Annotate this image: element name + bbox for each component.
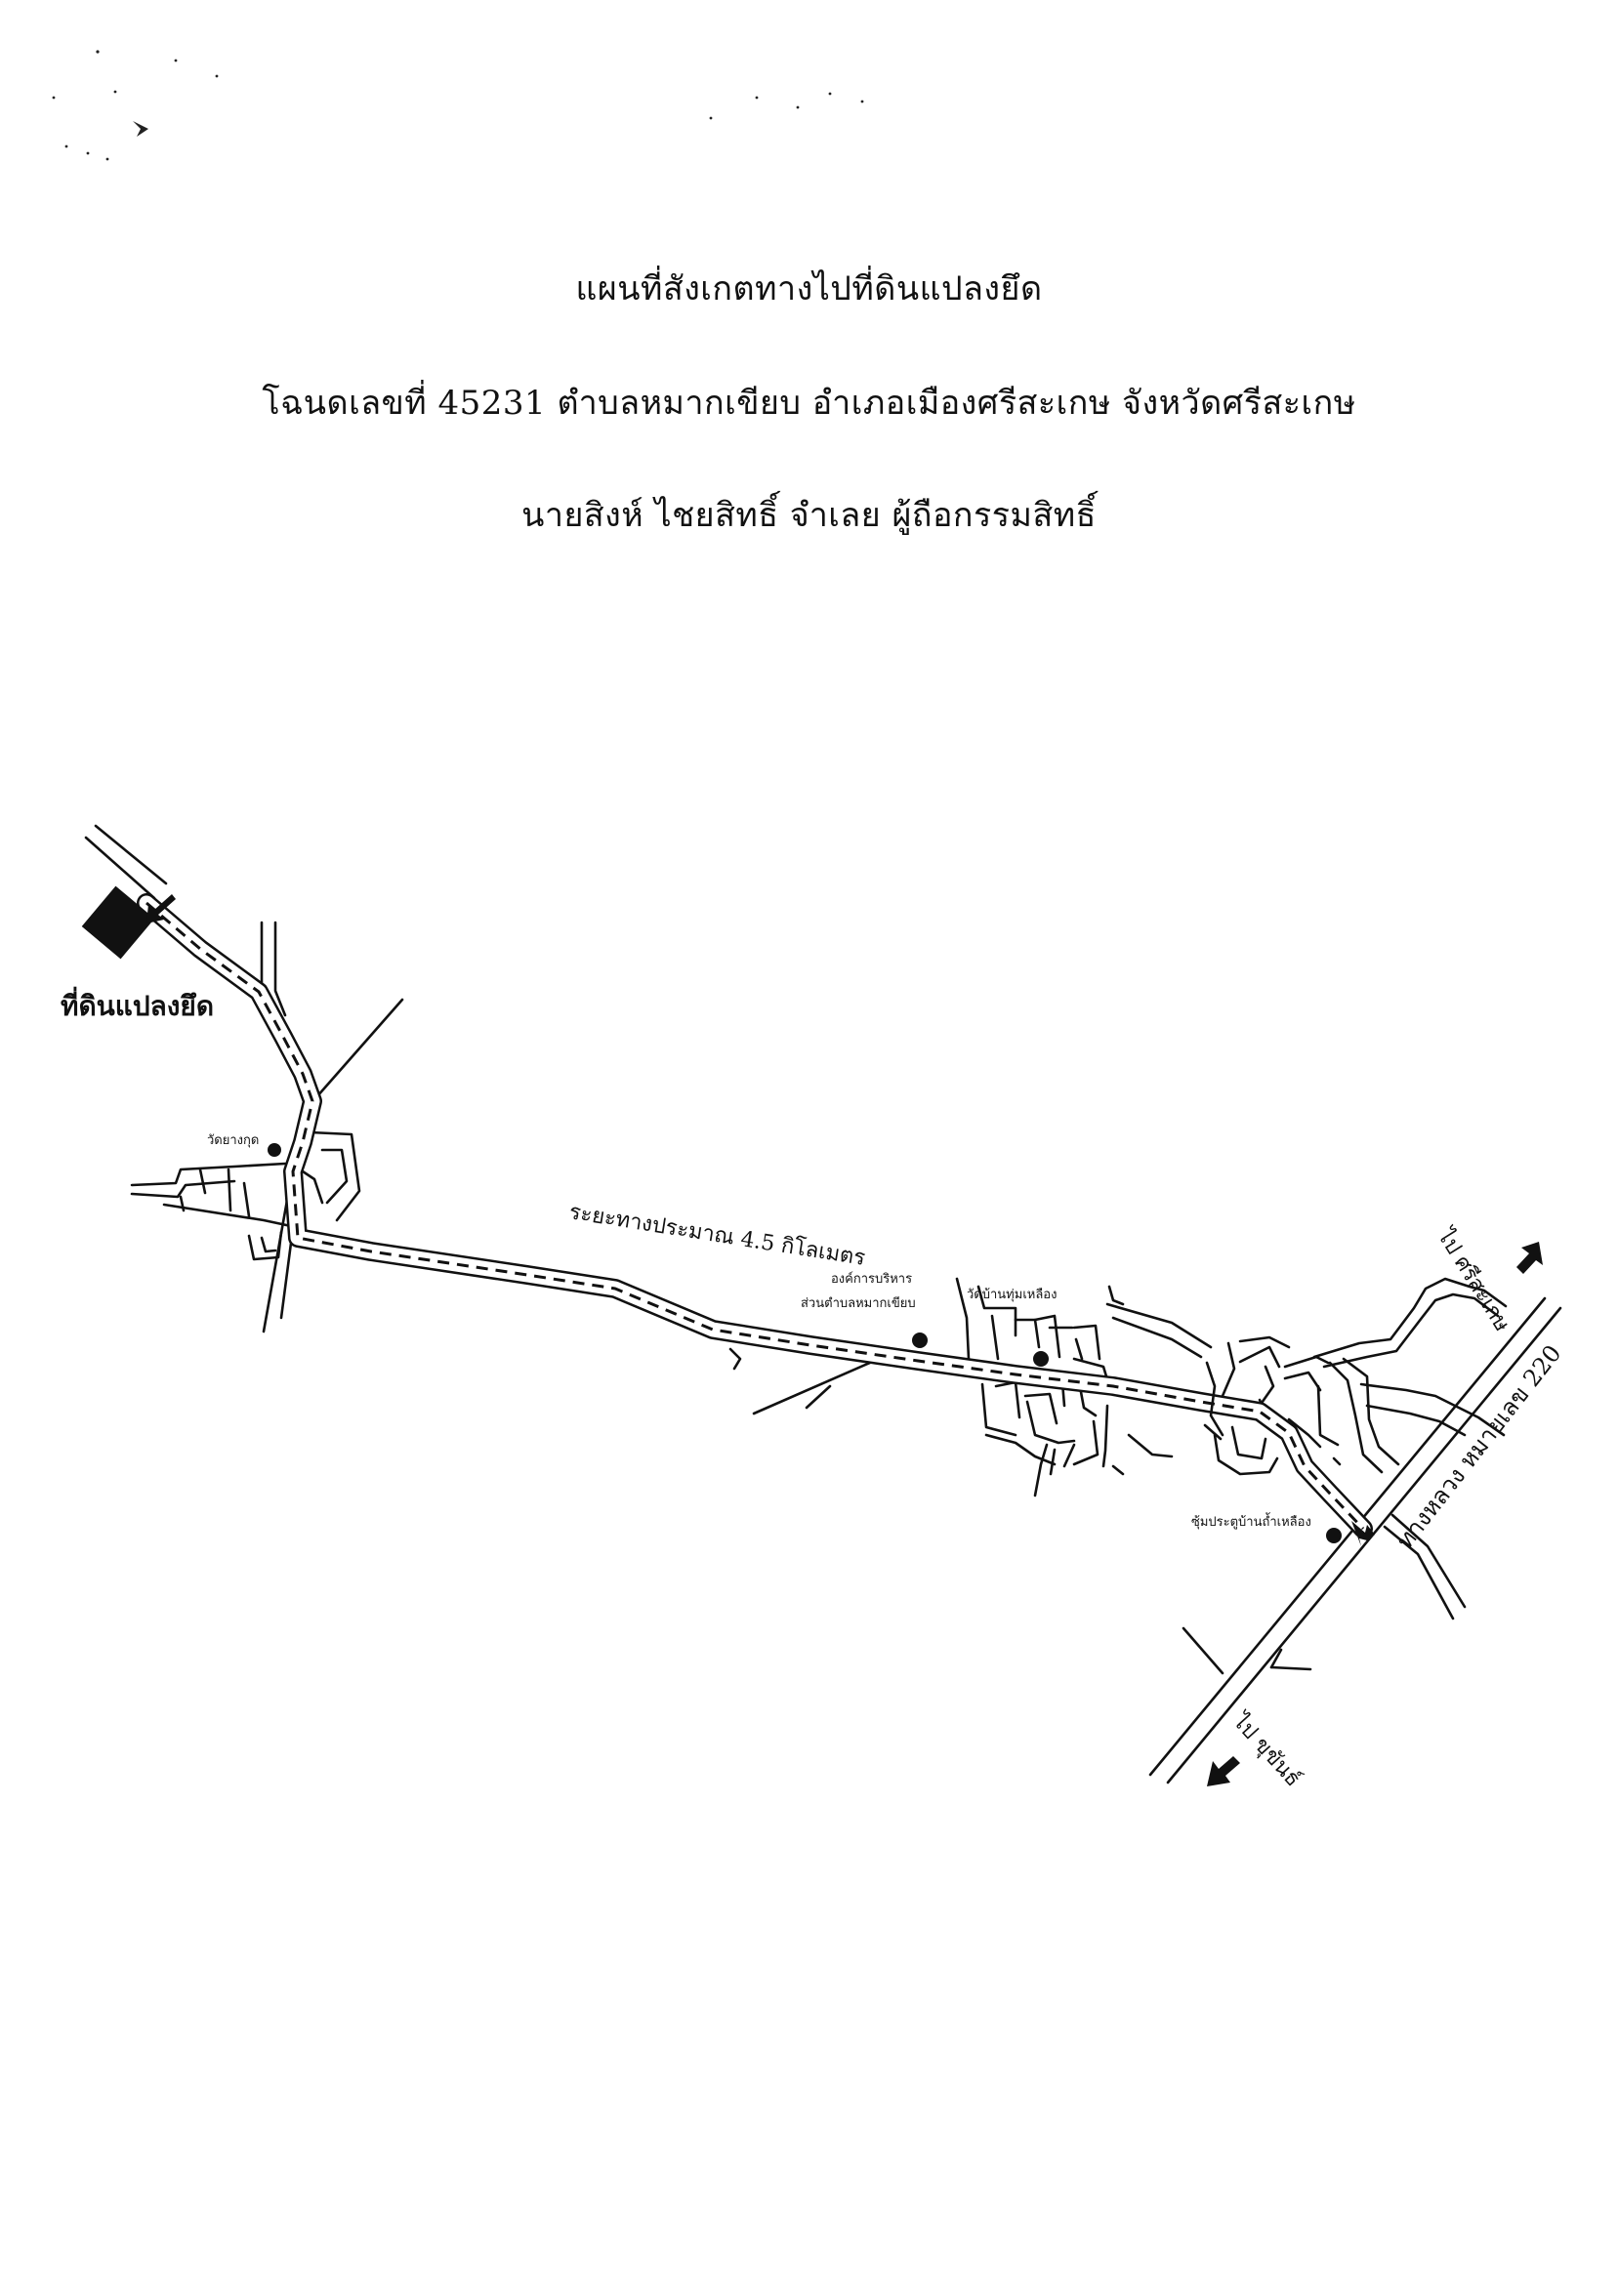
gate-arrow-icon [1351, 1521, 1375, 1546]
land-plot-arrow-icon [146, 894, 176, 923]
highway-label: ทางหลวง หมายเลข 220 [1391, 1339, 1567, 1553]
sao-label-line1: องค์การบริหาร [831, 1271, 912, 1287]
route-path [137, 893, 1373, 1538]
sao-marker [912, 1332, 928, 1348]
to-sisaket-arrow-icon [1516, 1242, 1543, 1274]
east-village-roads [1203, 1361, 1224, 1441]
to-khukhan-label: ไป ขุขันธ์ [1226, 1707, 1306, 1791]
wat-ban-thum-lueang-label: วัดบ้านทุ่มเหลือง [967, 1287, 1057, 1302]
to-khukhan-arrow-icon [1207, 1756, 1240, 1786]
owner-info-line: นายสิงห์ ไชยสิทธิ์ จำเลย ผู้ถือกรรมสิทธิ… [521, 496, 1097, 535]
direction-arrows [1207, 1242, 1543, 1786]
wat-ban-thum-lueang-marker [1033, 1351, 1049, 1367]
land-plot [81, 885, 176, 960]
document-title: แผนที่สังเกตทางไปที่ดินแปลงยึด [575, 269, 1043, 308]
wat-yang-kut-marker [268, 1143, 281, 1157]
map-labels: ที่ดินแปลงยึด วัดยางกุด ระยะทางประมาณ 4.… [61, 986, 1567, 1791]
wat-yang-kut-label: วัดยางกุด [207, 1133, 259, 1148]
land-plot-label: ที่ดินแปลงยึด [61, 986, 214, 1022]
sao-label-line2: ส่วนตำบลหมากเขียบ [801, 1295, 916, 1311]
gate-label: ซุ้มประตูบ้านถ้ำเหลือง [1191, 1512, 1311, 1530]
land-plot-parcel [81, 885, 155, 960]
landmark-markers [268, 1143, 1342, 1543]
deed-info-line: โฉนดเลขที่ 45231 ตำบลหมากเขียบ อำเภอเมือ… [262, 384, 1356, 423]
scan-specks [52, 50, 864, 161]
gate-marker [1326, 1528, 1342, 1543]
distance-label: ระยะทางประมาณ 4.5 กิโลเมตร [567, 1199, 867, 1271]
